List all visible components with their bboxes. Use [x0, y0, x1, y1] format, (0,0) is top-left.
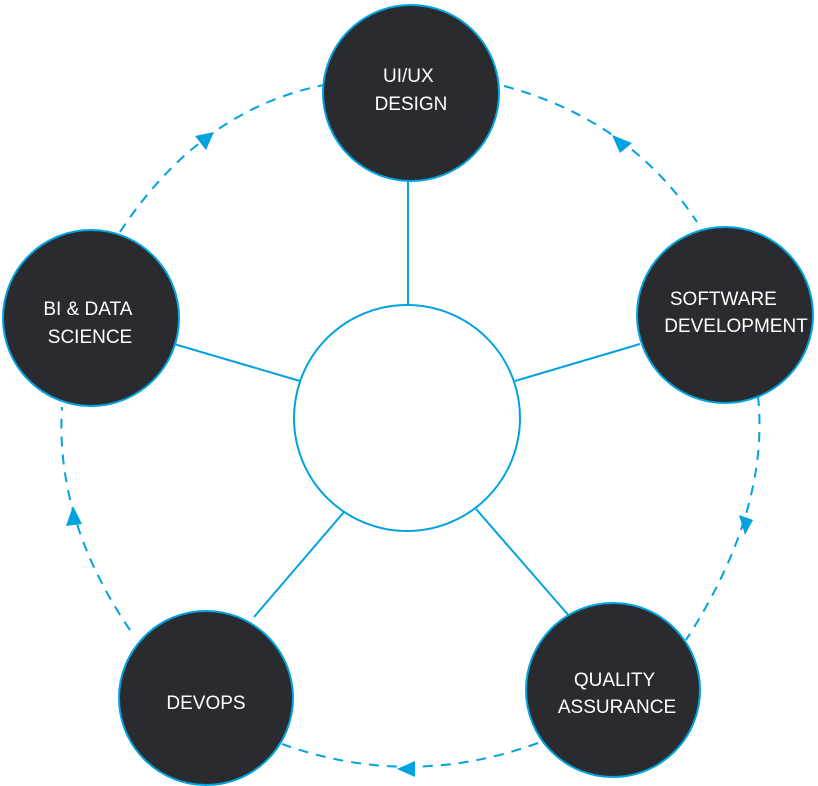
triangle-arrow-icon — [397, 761, 415, 777]
node-label-line: DESIGN — [375, 94, 448, 115]
node-label-line: UI/UX — [383, 66, 434, 87]
node-label-line: SOFTWARE — [670, 289, 777, 310]
spoke-bi — [173, 343, 301, 382]
node-circle — [118, 610, 294, 786]
triangle-arrow-icon — [66, 506, 82, 526]
spoke-devops — [253, 511, 345, 618]
cycle-arc-software-to-qa — [685, 395, 761, 641]
node-label-line: DEVOPS — [166, 693, 245, 714]
node-quality-assurance: QUALITY ASSURANCE — [525, 602, 701, 778]
cycle-arrows — [66, 132, 753, 777]
triangle-arrow-icon — [739, 515, 753, 535]
spoke-software — [514, 343, 641, 382]
spoke-qa — [475, 508, 571, 618]
svg-text:QUALITY ASSURANCE: QUALITY ASSURANCE — [558, 670, 676, 718]
center-hub — [293, 304, 521, 532]
node-circle — [636, 226, 814, 404]
node-label-line: ASSURANCE — [558, 697, 676, 718]
node-label-line: SCIENCE — [48, 327, 132, 348]
node-bi-data-science: BI & DATA SCIENCE — [2, 229, 180, 407]
spokes — [173, 176, 641, 618]
node-software-development: SOFTWARE DEVELOPMENT — [636, 226, 814, 404]
node-label-line: DEVELOPMENT — [664, 316, 808, 337]
cycle-arc-uiux-to-software — [503, 85, 698, 223]
node-ui-ux-design: UI/UX DESIGN — [322, 4, 500, 182]
node-circle — [322, 4, 500, 182]
node-label-line: BI & DATA — [43, 299, 132, 320]
triangle-arrow-icon — [195, 132, 214, 150]
node-label-line: QUALITY — [574, 670, 656, 691]
cycle-arc-bi-to-uiux — [119, 84, 325, 233]
node-devops: DEVOPS — [118, 610, 294, 786]
node-circle — [525, 602, 701, 778]
node-circle — [2, 229, 180, 407]
svg-text:DEVOPS: DEVOPS — [166, 693, 245, 714]
cycle-arc-qa-to-devops — [281, 742, 539, 768]
svg-text:UI/UX DESIGN: UI/UX DESIGN — [375, 66, 448, 115]
svg-text:SOFTWARE DEVELOPMENT: SOFTWARE DEVELOPMENT — [664, 289, 808, 337]
triangle-arrow-icon — [612, 135, 632, 153]
svg-text:BI & DATA SCIENCE: BI & DATA SCIENCE — [43, 299, 136, 348]
